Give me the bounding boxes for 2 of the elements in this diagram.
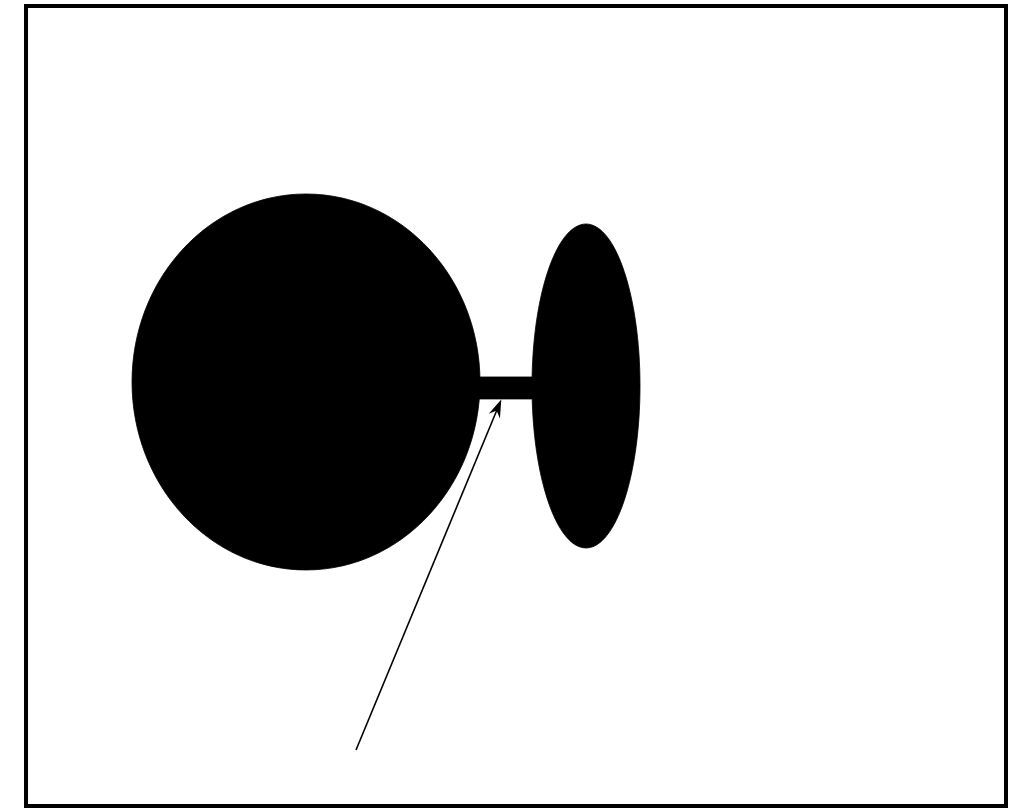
ellipse-shape [531, 223, 641, 549]
circle-shape [131, 193, 481, 571]
